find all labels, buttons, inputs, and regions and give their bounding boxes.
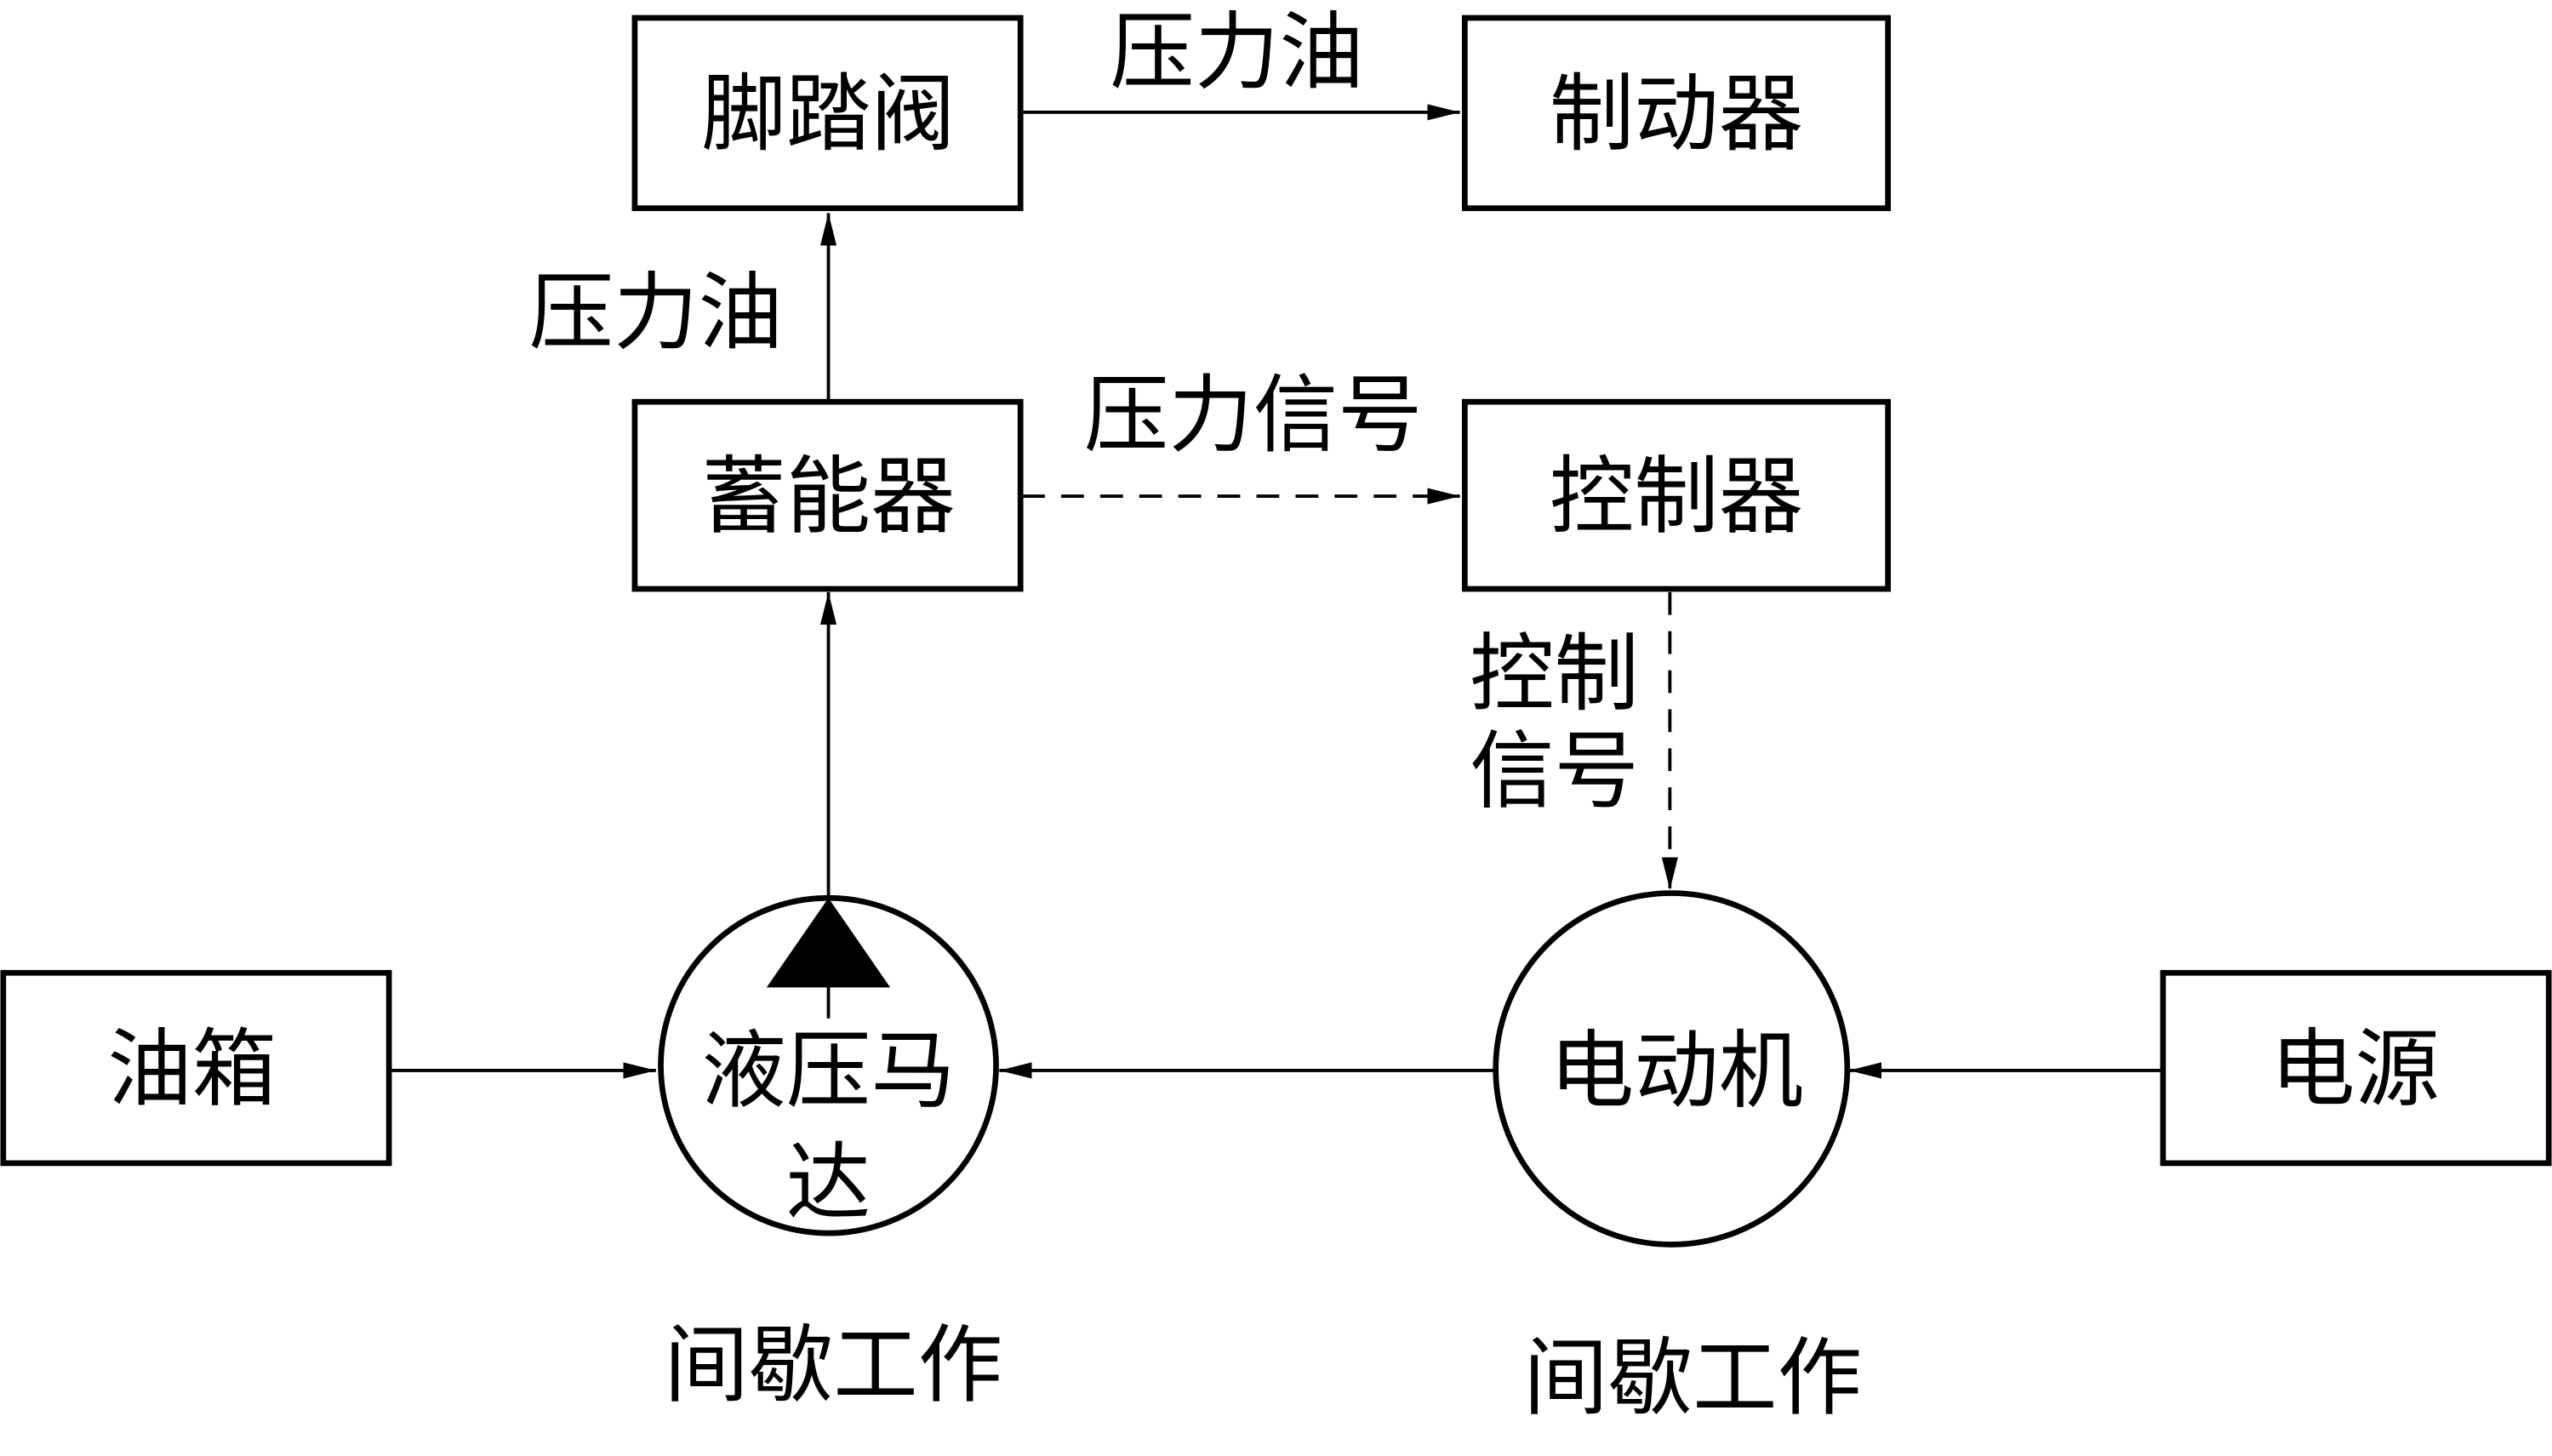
label-foot-valve-to-brake: 压力油	[1110, 4, 1363, 102]
label-accumulator-to-foot-valve: 压力油	[529, 264, 783, 362]
label-control-signal-line1: 控制	[1470, 625, 1639, 723]
controller-label: 控制器	[1550, 448, 1803, 546]
node-electric-motor: 电动机	[1493, 890, 1851, 1248]
node-oil-tank: 油箱	[0, 969, 392, 1167]
pump-direction-triangle-icon	[766, 898, 891, 988]
label-accumulator-to-controller: 压力信号	[1084, 367, 1423, 465]
brake-label: 制动器	[1550, 66, 1803, 163]
note-electric-motor-mode: 间歇工作	[1523, 1330, 1862, 1428]
accumulator-label: 蓄能器	[701, 448, 955, 546]
label-control-signal-line2: 信号	[1470, 723, 1639, 821]
hydraulic-motor-label-line1: 液压马	[701, 1022, 955, 1120]
node-hydraulic-motor: 液压马 达	[658, 894, 999, 1236]
electric-motor-label: 电动机	[1550, 1022, 1803, 1120]
hydraulic-motor-label-line2: 达	[786, 1134, 871, 1232]
foot-valve-label: 脚踏阀	[701, 66, 955, 163]
node-brake: 制动器	[1462, 14, 1891, 212]
note-hydraulic-motor-mode: 间歇工作	[664, 1316, 1002, 1414]
node-controller: 控制器	[1462, 398, 1891, 592]
node-power-supply: 电源	[2160, 969, 2552, 1167]
power-supply-label: 电源	[2270, 1020, 2440, 1118]
node-foot-valve: 脚踏阀	[631, 14, 1024, 212]
oil-tank-label: 油箱	[107, 1020, 277, 1118]
node-accumulator: 蓄能器	[631, 398, 1024, 592]
